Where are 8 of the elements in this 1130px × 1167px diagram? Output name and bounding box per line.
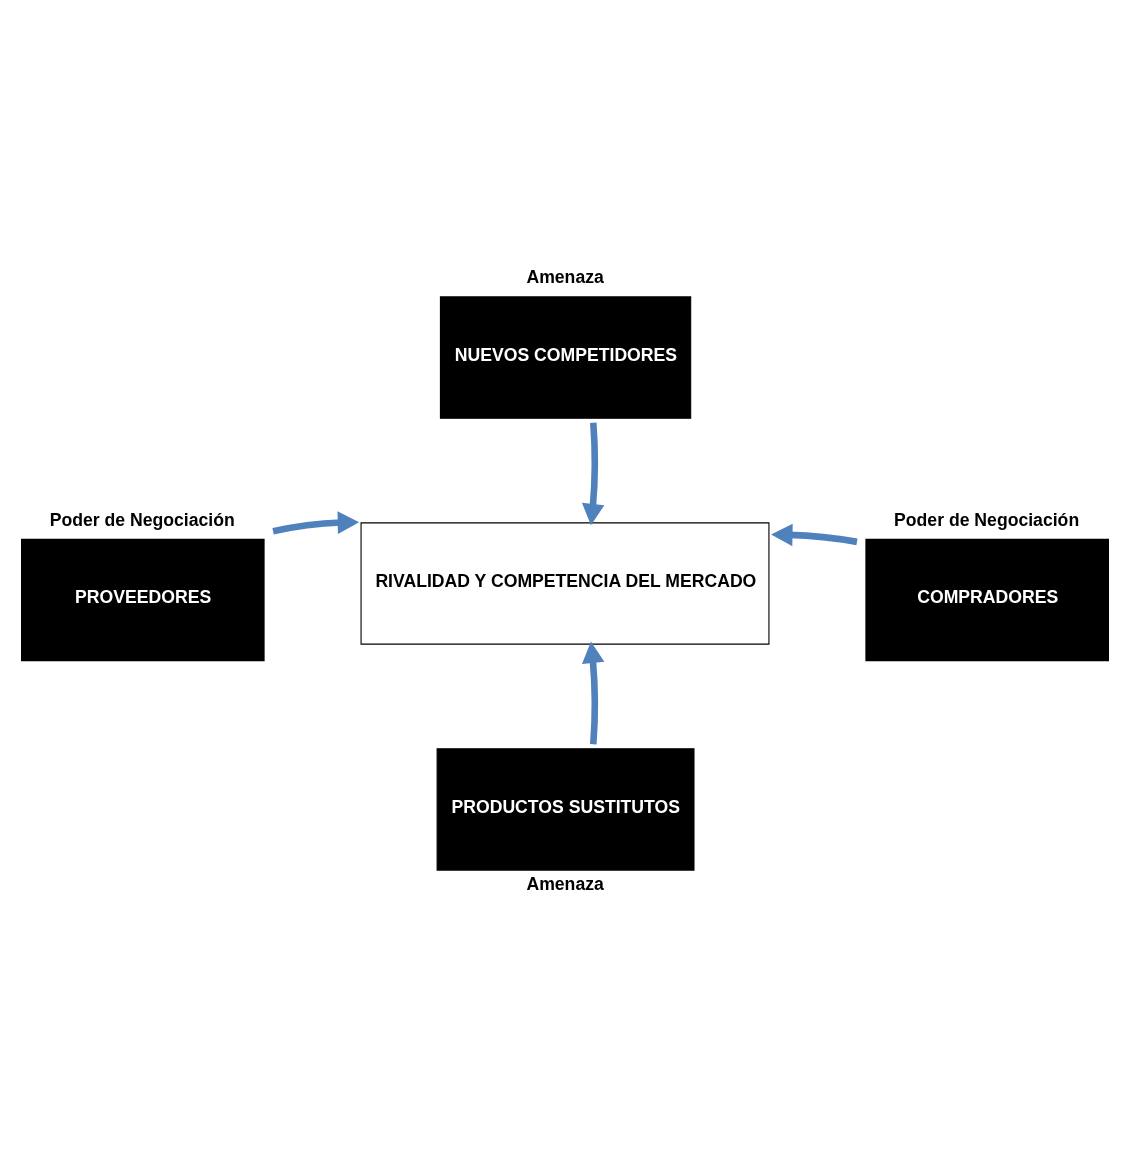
node-label: Amenaza [526,267,604,288]
arrow [581,422,605,526]
arrow [581,641,605,745]
node-label: Poder de Negociación [49,509,235,530]
node-label: Poder de Negociación [894,509,1080,530]
node-label: Amenaza [526,873,604,894]
arrow [771,523,858,547]
arrow [272,511,360,535]
